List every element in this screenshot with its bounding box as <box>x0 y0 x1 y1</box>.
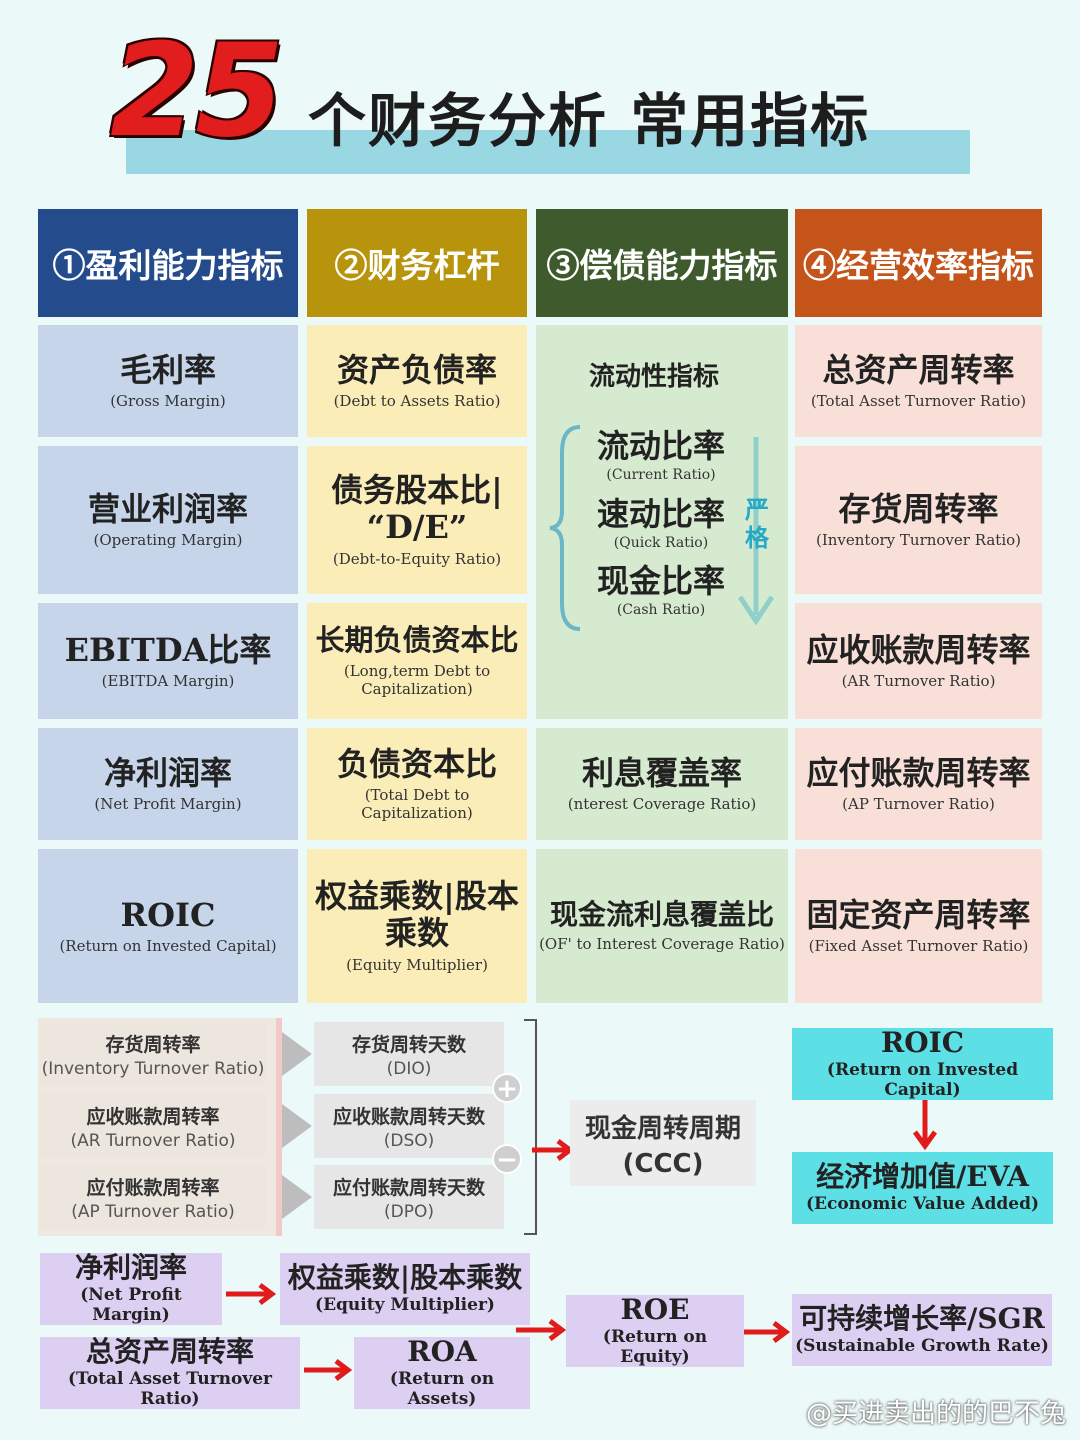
liquidity-group: 流动性指标 流动比率(Current Ratio) 速动比率(Quick Rat… <box>536 325 788 719</box>
minus-icon: − <box>492 1144 522 1174</box>
arrow-right-icon <box>744 1321 791 1343</box>
ccc-dio: 存货周转天数(DIO) <box>314 1022 504 1086</box>
dupont-sgr: 可持续增长率/SGR(Sustainable Growth Rate) <box>792 1294 1052 1366</box>
current-ratio: 流动比率(Current Ratio) <box>596 427 725 483</box>
metric-roic: ROIC(Return on Invested Capital) <box>38 849 298 1003</box>
ccc-bracket-icon <box>524 1019 537 1235</box>
header-leverage: ②财务杠杆 <box>307 209 527 317</box>
dupont-equity-multiplier: 权益乘数|股本乘数(Equity Multiplier) <box>280 1253 530 1325</box>
metric-debt-to-assets: 资产负债率(Debt to Assets Ratio) <box>307 325 527 437</box>
bracket-icon <box>549 425 581 631</box>
arrow-right-icon <box>226 1283 277 1305</box>
cash-ratio: 现金比率(Cash Ratio) <box>596 562 725 618</box>
metric-equity-multiplier: 权益乘数|股本乘数(Equity Multiplier) <box>307 849 527 1003</box>
metric-interest-coverage: 利息覆盖率(nterest Coverage Ratio) <box>536 728 788 840</box>
metric-ap-turnover: 应付账款周转率(AP Turnover Ratio) <box>795 728 1042 840</box>
header-profitability: ①盈利能力指标 <box>38 209 298 317</box>
header-efficiency: ④经营效率指标 <box>795 209 1042 317</box>
metric-total-debt-to-cap: 负债资本比(Total Debt to Capitalization) <box>307 728 527 840</box>
dupont-roe: ROE(Return on Equity) <box>566 1294 744 1367</box>
metric-total-asset-turnover: 总资产周转率(Total Asset Turnover Ratio) <box>795 325 1042 437</box>
metric-ar-turnover: 应收账款周转率(AR Turnover Ratio) <box>795 603 1042 719</box>
arrow-right-icon <box>304 1359 353 1381</box>
title-highlight-band <box>126 130 970 174</box>
ccc-ar-turnover: 应收账款周转率(AR Turnover Ratio) <box>40 1094 266 1158</box>
header-solvency: ③偿债能力指标 <box>536 209 788 317</box>
eva-result: 经济增加值/EVA(Economic Value Added) <box>792 1152 1053 1224</box>
ccc-inventory-turnover: 存货周转率(Inventory Turnover Ratio) <box>40 1022 266 1086</box>
metric-operating-margin: 营业利润率(Operating Margin) <box>38 446 298 594</box>
arrow-right-icon <box>282 1104 312 1148</box>
metric-debt-to-equity: 债务股本比|“D/E”(Debt-to-Equity Ratio) <box>307 446 527 594</box>
metric-fixed-asset-turnover: 固定资产周转率(Fixed Asset Turnover Ratio) <box>795 849 1042 1003</box>
dupont-net-profit-margin: 净利润率(Net Profit Margin) <box>40 1252 222 1325</box>
page-title: 个财务分析 常用指标 <box>308 87 871 155</box>
arrow-down-icon <box>912 1100 938 1151</box>
dupont-roa: ROA(Return on Assets) <box>354 1336 530 1409</box>
ccc-dso: 应收账款周转天数(DSO) <box>314 1094 504 1158</box>
metric-inventory-turnover: 存货周转率(Inventory Turnover Ratio) <box>795 446 1042 594</box>
watermark: @买进卖出的的巴不兔 <box>805 1399 1066 1429</box>
dupont-total-asset-turnover: 总资产周转率(Total Asset Turnover Ratio) <box>40 1336 300 1409</box>
ccc-ap-turnover: 应付账款周转率(AP Turnover Ratio) <box>40 1165 266 1229</box>
strictness-arrow-icon <box>737 437 775 626</box>
title-number: 25 <box>110 17 284 166</box>
ccc-result: 现金周转周期 (CCC) <box>570 1100 756 1186</box>
arrow-right-icon <box>282 1032 312 1076</box>
plus-icon: + <box>492 1073 522 1103</box>
arrow-right-icon <box>516 1319 567 1341</box>
quick-ratio: 速动比率(Quick Ratio) <box>596 495 725 551</box>
eva-roic: ROIC(Return on Invested Capital) <box>792 1027 1053 1100</box>
strict-label: 严格 <box>745 496 769 552</box>
ccc-divider <box>276 1018 282 1236</box>
metric-cash-interest-coverage: 现金流利息覆盖比(OF' to Interest Coverage Ratio) <box>536 849 788 1003</box>
liquidity-group-title: 流动性指标 <box>588 362 719 392</box>
ccc-dpo: 应付账款周转天数(DPO) <box>314 1165 504 1229</box>
metric-ebitda-margin: EBITDA比率(EBITDA Margin) <box>38 603 298 719</box>
metric-net-profit-margin: 净利润率(Net Profit Margin) <box>38 728 298 840</box>
arrow-right-icon <box>282 1175 312 1219</box>
metric-gross-margin: 毛利率(Gross Margin) <box>38 325 298 437</box>
